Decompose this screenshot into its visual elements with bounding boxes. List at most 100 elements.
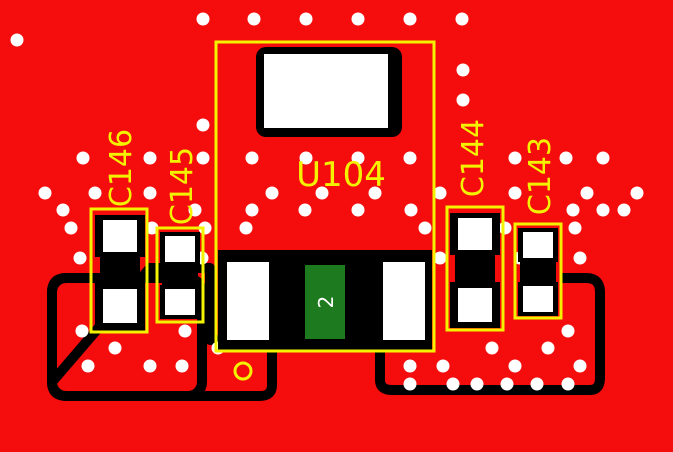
capacitor-c144[interactable]: [445, 205, 505, 332]
label-c145: C145: [165, 147, 200, 225]
via: [351, 203, 365, 217]
c144-outline: [445, 205, 505, 332]
via: [456, 93, 470, 107]
via: [265, 186, 279, 200]
via: [351, 12, 365, 26]
via: [108, 341, 122, 355]
via: [403, 359, 417, 373]
c143-neck: [520, 261, 556, 283]
via: [178, 324, 192, 338]
via: [485, 341, 499, 355]
via: [418, 221, 432, 235]
via: [617, 203, 631, 217]
via: [566, 203, 580, 217]
via: [299, 12, 313, 26]
via: [630, 186, 644, 200]
via: [596, 151, 610, 165]
via: [196, 151, 210, 165]
via: [73, 251, 87, 265]
c145-neck: [162, 265, 198, 287]
via: [561, 324, 575, 338]
via: [56, 203, 70, 217]
via: [196, 118, 210, 132]
c145-outline: [155, 226, 205, 324]
via: [315, 186, 329, 200]
via: [143, 186, 157, 200]
via: [143, 151, 157, 165]
via: [299, 151, 313, 165]
c145-pad-top-metal: [165, 236, 195, 262]
via: [561, 377, 575, 391]
via: [456, 63, 470, 77]
via: [498, 221, 512, 235]
c143-outline: [513, 222, 563, 320]
u104-tab-metal: [264, 54, 388, 128]
right-clearance-region: [375, 273, 605, 395]
u104-pin1-marker: [233, 361, 253, 381]
ic-u104[interactable]: [214, 40, 436, 381]
via: [75, 324, 89, 338]
c146-outline: [89, 207, 149, 334]
via: [196, 12, 210, 26]
c146-pad-bottom-metal: [103, 289, 137, 323]
via: [455, 12, 469, 26]
via-field: [10, 12, 644, 391]
c146-pad-top-metal: [103, 220, 137, 252]
via: [470, 377, 484, 391]
c144-neck: [455, 254, 495, 284]
via: [76, 151, 90, 165]
c146-neck: [100, 256, 140, 284]
via: [580, 186, 594, 200]
c143-pad-bottom-metal: [523, 286, 553, 312]
capacitor-c145[interactable]: [155, 226, 205, 324]
via: [143, 359, 157, 373]
via: [404, 203, 418, 217]
u104-pad-right: [383, 262, 425, 340]
via: [145, 221, 159, 235]
via: [403, 12, 417, 26]
u104-pad-left: [227, 262, 269, 340]
label-c143: C143: [523, 137, 558, 215]
via: [368, 186, 382, 200]
label-u104: U104: [296, 155, 386, 195]
via: [298, 203, 312, 217]
via: [433, 186, 447, 200]
u104-outline: [214, 40, 436, 353]
via: [403, 377, 417, 391]
via: [38, 186, 52, 200]
via: [596, 203, 610, 217]
via: [81, 359, 95, 373]
via: [573, 251, 587, 265]
via: [436, 359, 450, 373]
via: [508, 151, 522, 165]
via: [568, 221, 582, 235]
via: [88, 186, 102, 200]
via: [239, 221, 253, 235]
via: [247, 12, 261, 26]
via: [530, 377, 544, 391]
via: [245, 203, 259, 217]
via: [541, 341, 555, 355]
via: [508, 359, 522, 373]
label-pin2: 2: [314, 296, 338, 309]
via: [10, 33, 24, 47]
capacitor-c146[interactable]: [89, 207, 149, 334]
via: [188, 203, 202, 217]
c144-pad-bottom-metal: [458, 288, 492, 322]
c144-pad-top-metal: [458, 218, 492, 250]
via: [351, 151, 365, 165]
c145-pad-bottom-metal: [165, 289, 195, 315]
via: [245, 151, 259, 165]
via: [446, 377, 460, 391]
via: [500, 377, 514, 391]
u104-pad-middle: [305, 265, 345, 339]
capacitor-c143[interactable]: [513, 222, 563, 320]
via: [508, 186, 522, 200]
via: [175, 359, 189, 373]
via: [64, 221, 78, 235]
via: [403, 151, 417, 165]
label-c144: C144: [456, 119, 491, 197]
via: [573, 359, 587, 373]
via: [433, 251, 447, 265]
